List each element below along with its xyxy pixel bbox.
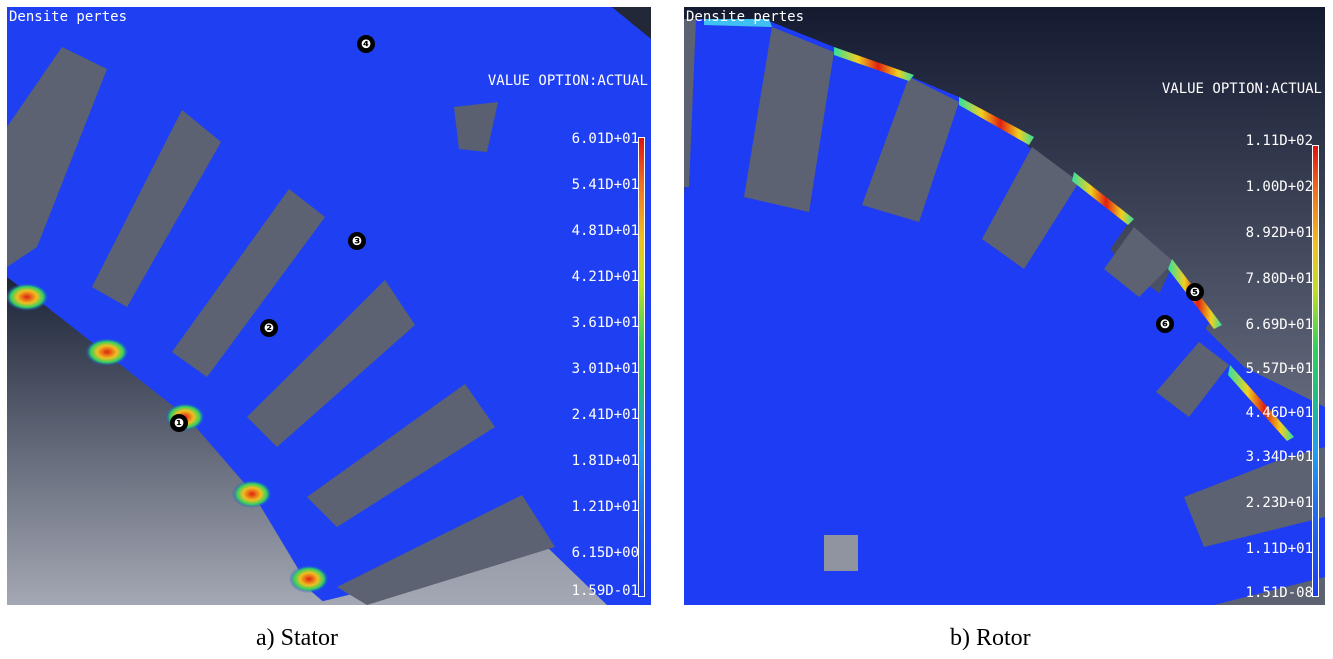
legend-value: 4.46D+01 bbox=[1245, 405, 1313, 421]
plot-title: Densite pertes bbox=[686, 9, 805, 25]
legend-value: 1.11D+02 bbox=[1245, 133, 1313, 149]
value-option-label: VALUE OPTION:ACTUAL bbox=[1161, 81, 1322, 97]
rotor-plot-panel: Densite pertes VALUE OPTION:ACTUAL 1.11D… bbox=[684, 7, 1325, 605]
color-scale-bar bbox=[1312, 145, 1319, 597]
legend-value: 6.01D+01 bbox=[571, 131, 639, 147]
marker-3: ❸ bbox=[348, 232, 366, 250]
value-option-label: VALUE OPTION:ACTUAL bbox=[487, 73, 648, 89]
stator-plot-panel: Densite pertes VALUE OPTION:ACTUAL 6.01D… bbox=[7, 7, 651, 605]
legend-value: 3.34D+01 bbox=[1245, 449, 1313, 465]
legend-value: 7.80D+01 bbox=[1245, 271, 1313, 287]
marker-6: ❻ bbox=[1156, 315, 1174, 333]
legend-value: 1.00D+02 bbox=[1245, 179, 1313, 195]
stator-field-scene bbox=[7, 7, 651, 605]
caption-stator: a) Stator bbox=[256, 625, 338, 651]
plot-title: Densite pertes bbox=[9, 9, 128, 25]
legend-value: 3.61D+01 bbox=[571, 315, 639, 331]
legend-value: 1.81D+01 bbox=[571, 453, 639, 469]
legend-value: 1.11D+01 bbox=[1245, 541, 1313, 557]
marker-5: ❺ bbox=[1186, 283, 1204, 301]
marker-1: ❶ bbox=[170, 414, 188, 432]
legend-value: 3.01D+01 bbox=[571, 361, 639, 377]
legend-value: 2.23D+01 bbox=[1245, 495, 1313, 511]
legend-value: 1.59D-01 bbox=[571, 583, 639, 599]
legend-value: 1.21D+01 bbox=[571, 499, 639, 515]
rotor-field-scene bbox=[684, 7, 1325, 605]
legend-value: 6.69D+01 bbox=[1245, 317, 1313, 333]
legend-value: 2.41D+01 bbox=[571, 407, 639, 423]
legend-value: 1.51D-08 bbox=[1245, 585, 1313, 601]
legend-value: 4.81D+01 bbox=[571, 223, 639, 239]
color-scale-bar bbox=[638, 137, 645, 597]
legend-value: 8.92D+01 bbox=[1245, 225, 1313, 241]
legend-value: 5.57D+01 bbox=[1245, 361, 1313, 377]
caption-rotor: b) Rotor bbox=[950, 625, 1031, 651]
marker-4: ❹ bbox=[357, 35, 375, 53]
marker-2: ❷ bbox=[260, 319, 278, 337]
legend-value: 6.15D+00 bbox=[571, 545, 639, 561]
legend-value: 5.41D+01 bbox=[571, 177, 639, 193]
legend-value: 4.21D+01 bbox=[571, 269, 639, 285]
